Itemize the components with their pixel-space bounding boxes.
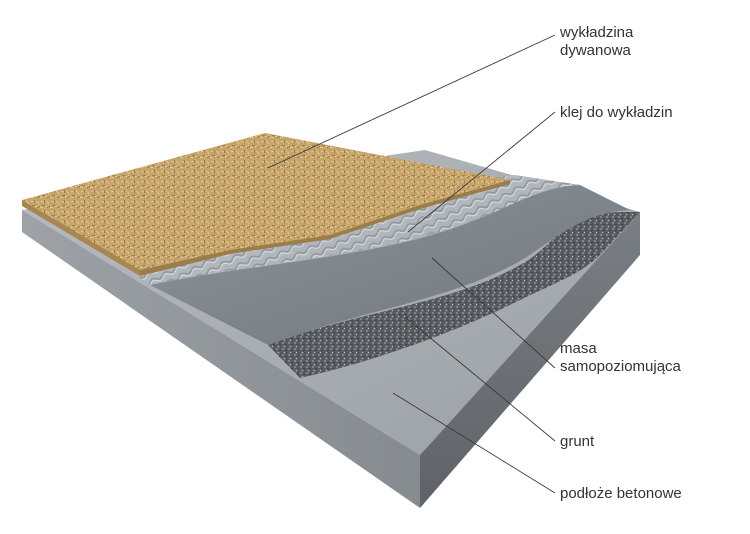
concrete-slab-front: [22, 210, 420, 508]
primer-layer: [268, 212, 640, 378]
label-primer: grunt: [560, 433, 595, 450]
carpet-edge: [22, 200, 140, 276]
label-carpet-line1: wykładzina: [560, 24, 634, 41]
label-adhesive: klej do wykładzin: [560, 104, 673, 121]
leader-primer: [404, 316, 556, 442]
label-carpet-line2: dywanowa: [560, 42, 631, 59]
carpet-edge-right: [140, 180, 510, 276]
label-leveling-line2: samopoziomująca: [560, 358, 681, 375]
label-leveling-line1: masa: [560, 340, 597, 357]
leader-leveling: [431, 257, 556, 369]
leveling-compound-layer: [150, 185, 630, 345]
label-leveling-compound: masa samopoziomująca: [560, 340, 681, 376]
leader-concrete: [392, 392, 556, 494]
leader-adhesive: [407, 111, 556, 233]
concrete-slab-side: [420, 212, 640, 508]
leader-carpet: [267, 34, 556, 169]
carpet-layer: [22, 133, 510, 270]
adhesive-ridges: [140, 175, 580, 285]
label-concrete: podłoże betonowe: [560, 485, 682, 502]
label-carpet: wykładzina dywanowa: [560, 24, 633, 60]
leader-lines: [267, 34, 556, 494]
